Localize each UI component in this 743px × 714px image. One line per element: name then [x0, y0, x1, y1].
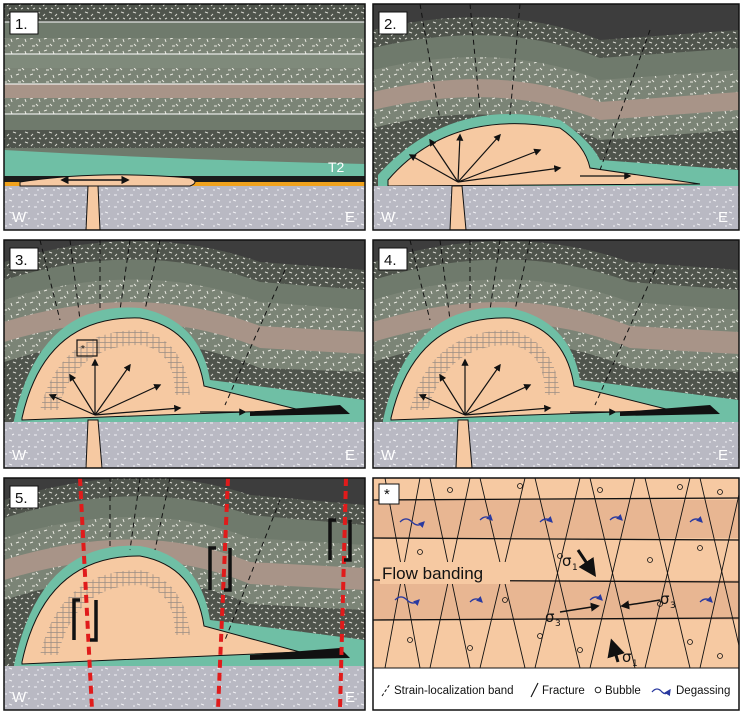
east-label: E	[718, 447, 728, 464]
west-label: W	[12, 447, 27, 464]
legend-bubble: Bubble	[605, 685, 641, 697]
detail-panel: Flow banding σ 1 σ 3 σ 3 σ 1 * Strain-lo	[372, 477, 740, 711]
panel-label: 1.	[15, 16, 28, 33]
east-label: E	[718, 209, 728, 226]
east-label: E	[345, 447, 355, 464]
panel-2: 2. W E	[372, 3, 740, 231]
panel-label: 3.	[15, 252, 28, 269]
panel-label: *	[384, 486, 390, 503]
sigma-3-label-right: σ	[660, 590, 670, 608]
legend-fracture: Fracture	[542, 685, 585, 697]
east-label: E	[345, 689, 355, 706]
panel-1: 1. W E T2	[3, 3, 366, 231]
panel-label: 2.	[384, 16, 397, 33]
sigma-1-label-bottom: σ	[622, 648, 632, 666]
t2-label: T2	[328, 159, 345, 175]
legend-band: Strain-localization band	[394, 685, 514, 697]
sigma-1-label: σ	[562, 552, 572, 570]
sigma-1-sub: 1	[572, 563, 578, 573]
bubble-icon	[594, 686, 602, 694]
panel-label: 5.	[15, 490, 28, 507]
sigma-1-sub-bottom: 1	[632, 659, 638, 669]
east-label: E	[345, 209, 355, 226]
panel-5: 5. W E	[3, 477, 366, 711]
sigma-3-label-left: σ	[545, 608, 555, 626]
west-label: W	[381, 447, 396, 464]
west-label: W	[12, 689, 27, 706]
panel-4: 4. W E	[372, 239, 740, 469]
legend-degassing: Degassing	[676, 685, 730, 697]
sigma-3-sub-right: 3	[670, 601, 676, 611]
panel-3: * 3. W E	[3, 239, 366, 469]
svg-text:*: *	[81, 344, 85, 355]
flow-banding-label: Flow banding	[382, 564, 483, 583]
legend: Strain-localization band Fracture Bubble…	[381, 682, 730, 698]
panel-label: 4.	[384, 252, 397, 269]
sigma-3-sub-left: 3	[555, 619, 561, 629]
west-label: W	[12, 209, 27, 226]
degassing-icon	[651, 688, 671, 697]
west-label: W	[381, 209, 396, 226]
